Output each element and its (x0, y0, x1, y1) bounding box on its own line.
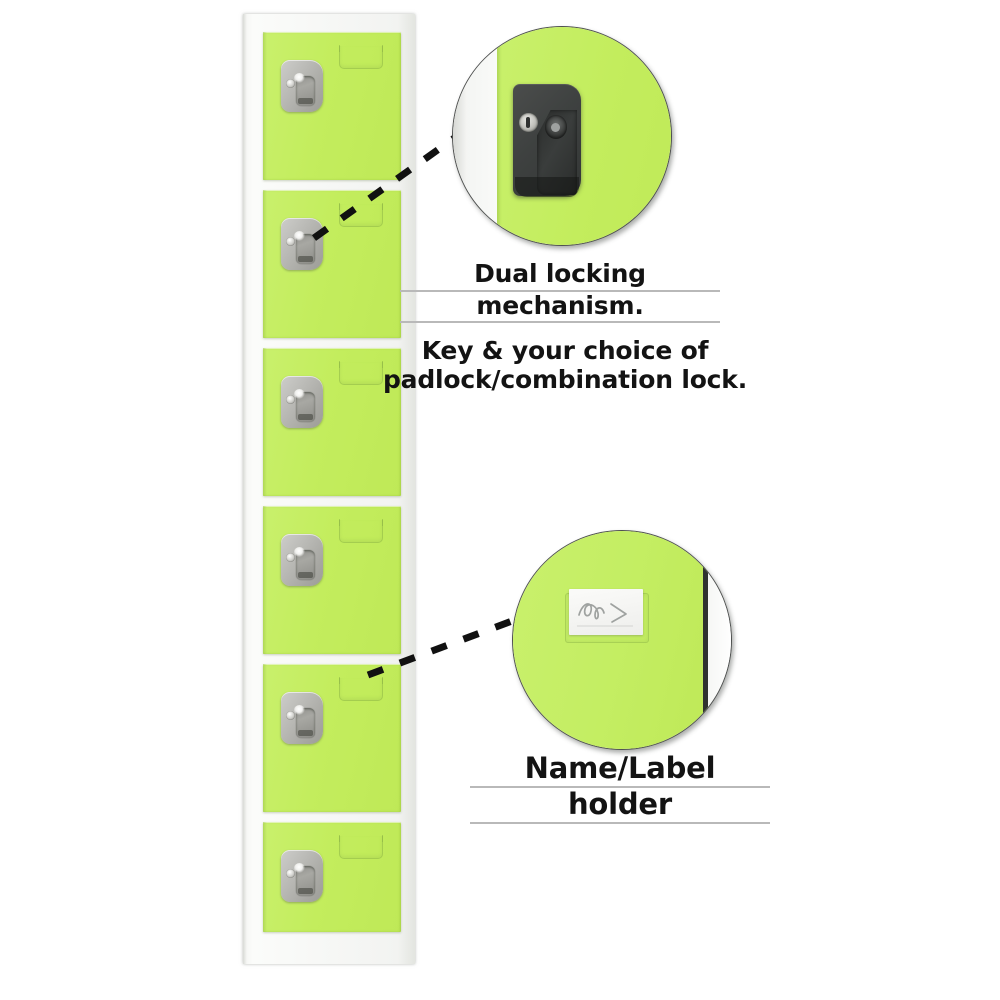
name-label-holder-icon (338, 519, 384, 543)
door-surface-zoom (513, 531, 708, 749)
keyhole-icon (286, 79, 295, 88)
lock-highlight (294, 705, 305, 715)
handwriting-icon (577, 603, 633, 627)
locker-door-1[interactable] (263, 32, 401, 180)
lock-handle-icon[interactable] (281, 218, 323, 270)
locker-door-4[interactable] (263, 506, 401, 654)
lock-handle-icon[interactable] (281, 534, 323, 586)
name-label-holder-icon (338, 361, 384, 385)
locker-door-3[interactable] (263, 348, 401, 496)
callout-circle-lock (452, 26, 672, 246)
locker-door-6[interactable] (263, 822, 401, 932)
locker-cabinet (243, 14, 415, 964)
keyhole-icon (286, 395, 295, 404)
caption-line: holder (470, 787, 770, 825)
latch-icon (296, 234, 315, 264)
keyhole-icon (286, 553, 295, 562)
caption-line: Name/Label (470, 751, 770, 789)
name-label-holder-icon (338, 203, 384, 227)
lock-highlight (294, 231, 305, 241)
lock-highlight (294, 863, 305, 873)
locker-frame-edge (453, 27, 503, 245)
callout-circle-label (512, 530, 732, 750)
lock-recess-shadow (515, 177, 579, 197)
caption-line: Key & your choice of (421, 336, 709, 365)
latch-icon (296, 76, 315, 106)
latch-icon (296, 866, 315, 896)
keyhole-icon (519, 113, 538, 132)
lock-highlight (294, 547, 305, 557)
locker-door-5[interactable] (263, 664, 401, 812)
latch-icon (296, 708, 315, 738)
caption-line: Dual locking (400, 259, 720, 292)
caption-dual-locking: Dual locking mechanism. (400, 259, 720, 323)
caption-name-label: Name/Label holder (470, 751, 770, 825)
latch-icon (296, 550, 315, 580)
keyhole-icon (286, 711, 295, 720)
name-label-holder-icon (338, 45, 384, 69)
keyhole-icon (286, 237, 295, 246)
locker-frame-edge (703, 531, 731, 749)
lock-handle-icon[interactable] (281, 692, 323, 744)
padlock-slot-icon (551, 123, 560, 132)
locker-door-2[interactable] (263, 190, 401, 338)
keyhole-icon (286, 869, 295, 878)
lock-handle-icon[interactable] (281, 60, 323, 112)
lock-highlight (294, 389, 305, 399)
name-label-holder-icon (338, 677, 384, 701)
lock-handle-icon[interactable] (281, 376, 323, 428)
name-card (569, 589, 643, 635)
latch-icon (296, 392, 315, 422)
caption-line: padlock/combination lock. (382, 364, 748, 394)
leader-line-label (366, 611, 530, 679)
lock-highlight (294, 73, 305, 83)
lock-handle-icon[interactable] (281, 850, 323, 902)
leader-line-lock (311, 131, 463, 241)
name-label-holder-icon (338, 835, 384, 859)
caption-line: mechanism. (400, 291, 720, 323)
caption-key-choice: Key & your choice of padlock/combination… (330, 336, 800, 394)
